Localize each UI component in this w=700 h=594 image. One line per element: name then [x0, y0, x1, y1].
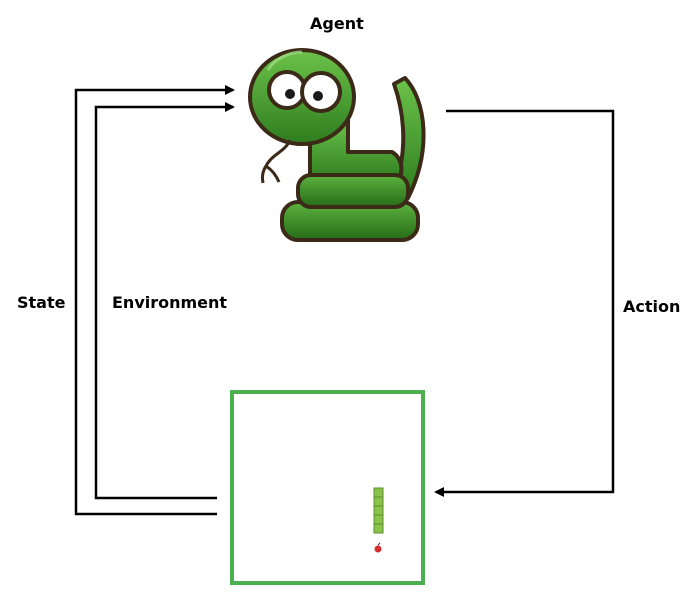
environment-game-board — [230, 390, 425, 585]
game-snake — [373, 487, 384, 534]
apple-icon — [374, 542, 382, 553]
action-arrow — [434, 109, 615, 497]
action-label: Action — [623, 297, 681, 316]
agent-label: Agent — [310, 14, 364, 33]
environment-label: Environment — [112, 293, 228, 312]
snake-highlight — [266, 50, 303, 71]
environment-arrow — [94, 102, 235, 500]
state-label: State — [17, 293, 66, 312]
snake-mascot-icon — [248, 48, 426, 242]
state-arrow — [74, 85, 235, 516]
